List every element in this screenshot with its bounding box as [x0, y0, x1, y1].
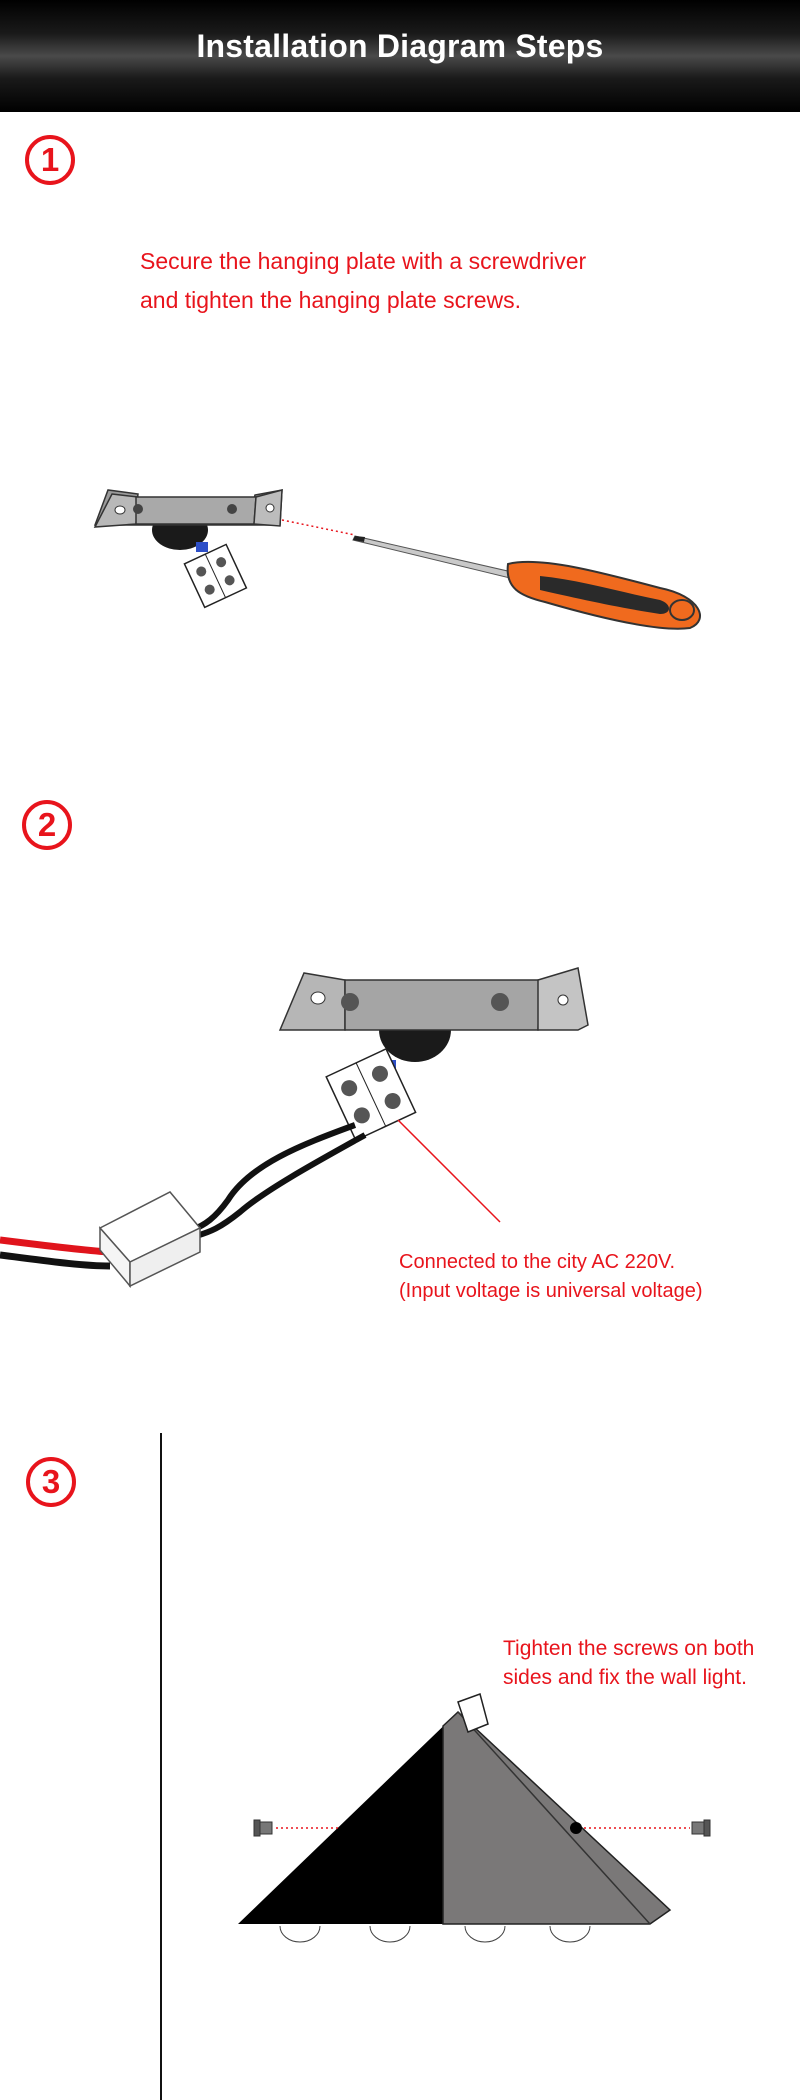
screw-icon — [691, 1819, 711, 1837]
led-bulbs-icon — [279, 1925, 591, 1943]
step-3-caption-line-2: sides and fix the wall light. — [503, 1666, 747, 1689]
header-banner: Installation Diagram Steps — [0, 0, 800, 112]
hanging-plate-icon — [93, 489, 283, 528]
step-1-caption: Secure the hanging plate with a screwdri… — [140, 242, 586, 320]
step-3-number: 3 — [26, 1457, 76, 1507]
page-title: Installation Diagram Steps — [196, 28, 604, 64]
step-1-number: 1 — [25, 135, 75, 185]
hanging-plate-icon — [278, 967, 589, 1031]
terminal-block-icon — [183, 542, 248, 609]
step-2-number: 2 — [22, 800, 72, 850]
step-3-caption: Tighten the screws on both sides and fix… — [503, 1634, 754, 1692]
terminal-block-icon — [325, 1047, 417, 1142]
screw-icon — [253, 1819, 273, 1837]
step-2-caption-line-2: (Input voltage is universal voltage) — [399, 1280, 703, 1302]
step-3-illustration — [238, 1693, 711, 1943]
step-3-caption-line-1: Tighten the screws on both — [503, 1637, 755, 1660]
step-2-illustration — [0, 967, 589, 1289]
triangle-wall-light-icon — [238, 1693, 672, 1925]
wall-line — [160, 1433, 162, 2100]
step-2-caption: Connected to the city AC 220V. (Input vo… — [399, 1248, 703, 1306]
step-1-caption-line-2: and tighten the hanging plate screws. — [140, 287, 522, 313]
driver-box-icon — [98, 1191, 202, 1289]
step-1-illustration — [93, 489, 701, 630]
step-2-caption-line-1: Connected to the city AC 220V. — [399, 1251, 676, 1273]
step-1-caption-line-1: Secure the hanging plate with a screwdri… — [140, 248, 587, 274]
screwdriver-icon — [352, 535, 701, 630]
